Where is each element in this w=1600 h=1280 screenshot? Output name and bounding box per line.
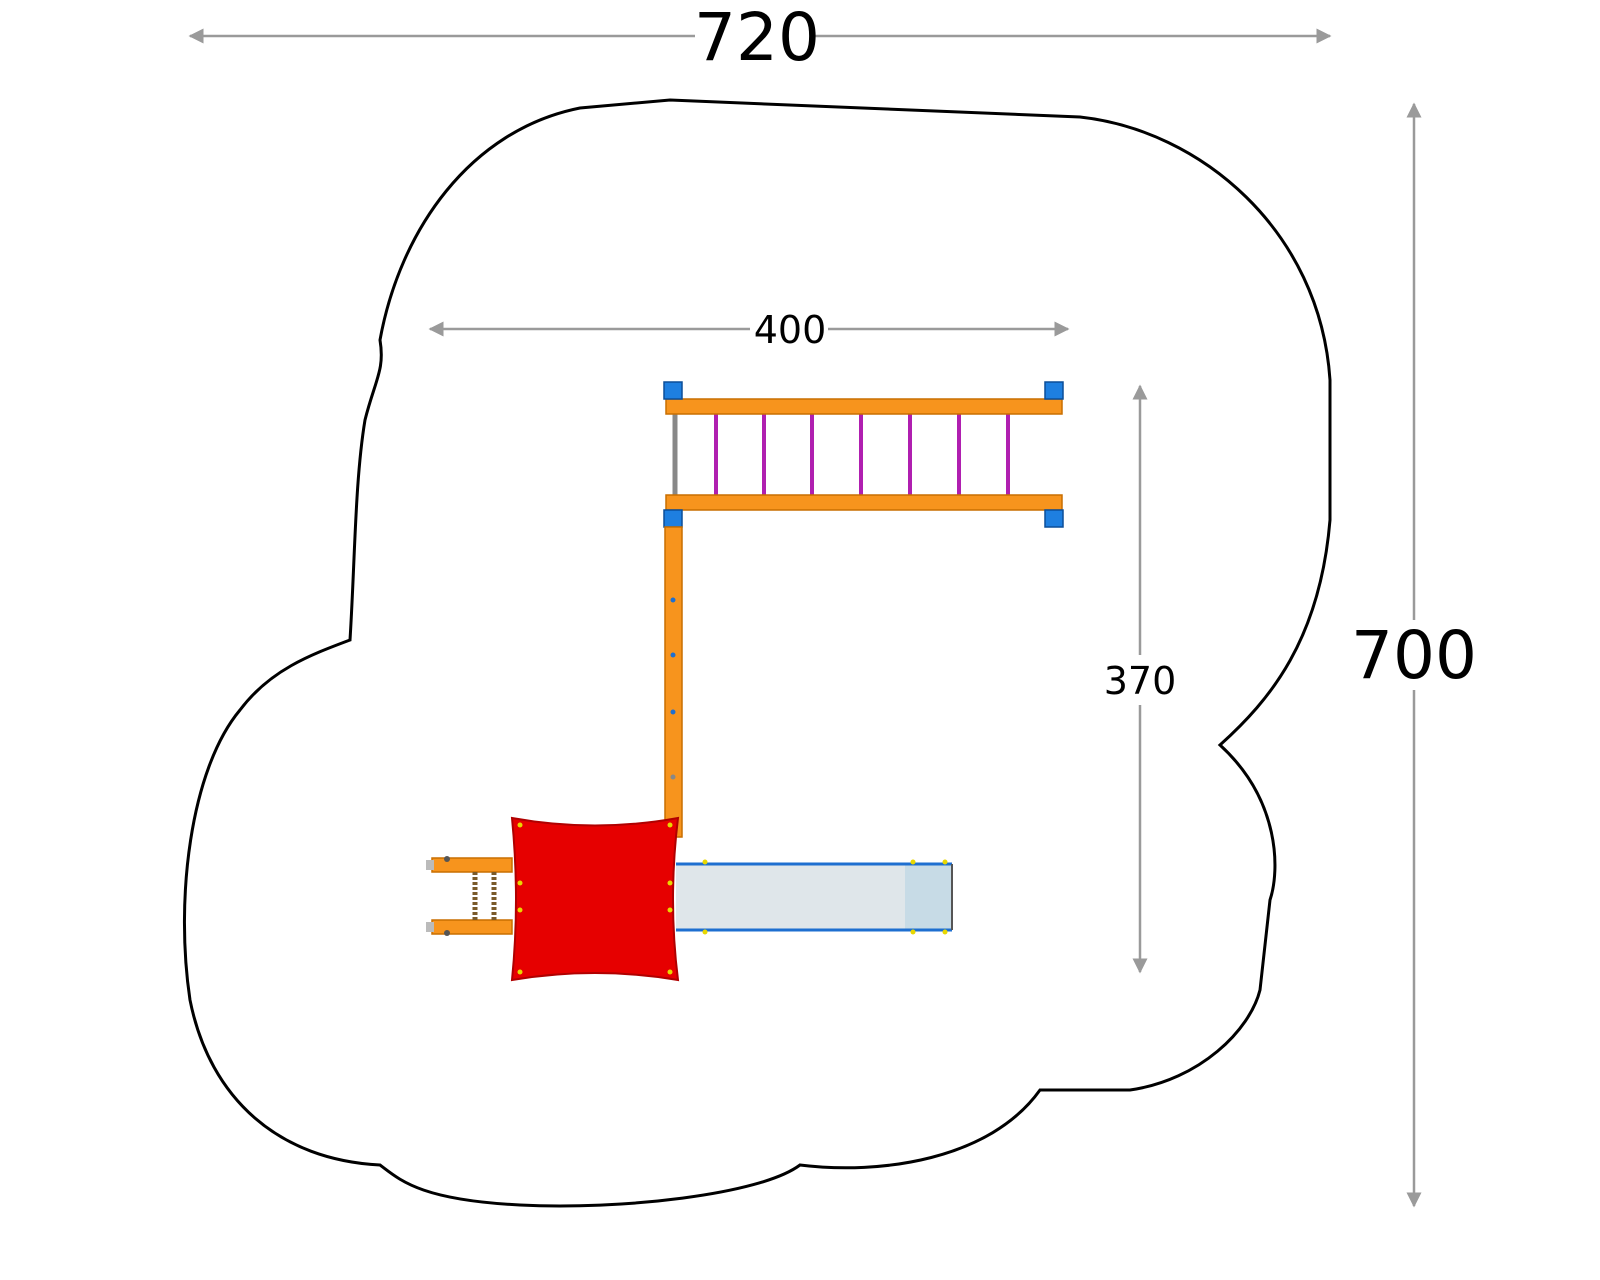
monkey-bars bbox=[663, 381, 1064, 528]
overall-depth-dimension: 700 bbox=[1351, 102, 1477, 1208]
bolt bbox=[517, 907, 523, 913]
bolt bbox=[517, 969, 523, 975]
monkey-bars-top-beam bbox=[665, 398, 1063, 415]
bolt bbox=[667, 907, 673, 913]
bolt bbox=[702, 929, 708, 935]
bolt bbox=[444, 856, 450, 862]
monkey-bar-rungs bbox=[714, 414, 1010, 495]
slide bbox=[676, 859, 953, 935]
overall-depth-label: 700 bbox=[1351, 617, 1477, 694]
bolt bbox=[517, 880, 523, 886]
connecting-beam bbox=[664, 526, 683, 838]
bolt bbox=[702, 859, 708, 865]
bolt bbox=[910, 859, 916, 865]
safety-zone-outline bbox=[182, 98, 1332, 1208]
post-cap bbox=[663, 509, 683, 528]
bolt bbox=[910, 929, 916, 935]
bolt bbox=[667, 822, 673, 828]
bolt bbox=[670, 709, 676, 715]
post-cap bbox=[1044, 509, 1064, 528]
overall-width-label: 720 bbox=[694, 0, 820, 76]
roof-panel bbox=[510, 816, 680, 982]
bolt bbox=[670, 597, 676, 603]
ladder-foot bbox=[426, 922, 434, 932]
bolt bbox=[670, 652, 676, 658]
overall-width-dimension: 720 bbox=[188, 0, 1332, 76]
bolt bbox=[444, 930, 450, 936]
monkey-bars-bottom-beam bbox=[665, 494, 1063, 511]
slide-exit bbox=[905, 864, 952, 930]
bolt bbox=[667, 969, 673, 975]
structure-depth-dimension: 370 bbox=[1104, 384, 1177, 974]
ladder-foot bbox=[426, 860, 434, 870]
ladder-rail bbox=[431, 919, 513, 935]
structure-width-dimension: 400 bbox=[428, 308, 1070, 352]
access-ladder bbox=[426, 856, 513, 936]
post-cap bbox=[663, 381, 683, 400]
post-cap bbox=[1044, 381, 1064, 400]
bolt bbox=[942, 929, 948, 935]
bolt bbox=[670, 774, 676, 780]
bolt bbox=[667, 880, 673, 886]
bolt bbox=[517, 822, 523, 828]
connecting-beam-body bbox=[664, 526, 683, 838]
structure-width-label: 400 bbox=[754, 308, 827, 352]
structure-depth-label: 370 bbox=[1104, 659, 1177, 703]
roof bbox=[510, 816, 680, 982]
bolt bbox=[942, 859, 948, 865]
ladder-rail bbox=[431, 857, 513, 873]
